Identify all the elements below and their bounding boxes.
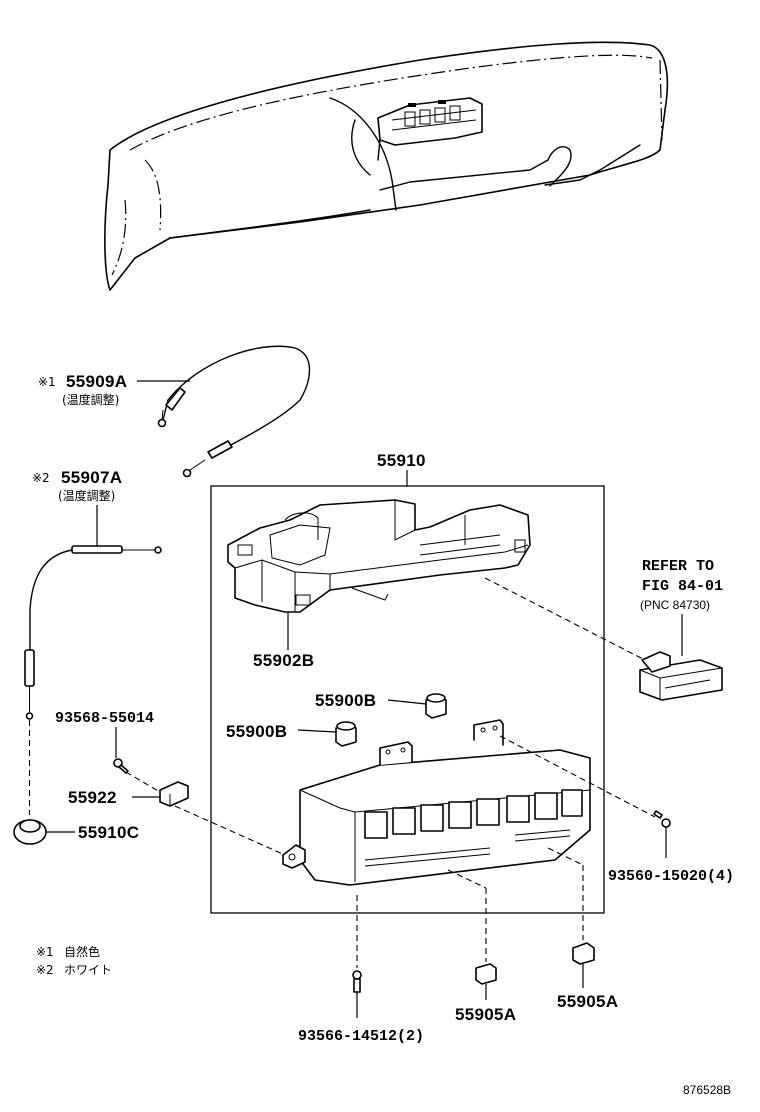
grommet-55910c — [13, 819, 75, 845]
bulb-55900b-lower — [297, 721, 357, 747]
instrument-panel-drawing — [104, 41, 669, 291]
cable-55907a — [24, 505, 162, 815]
bracket-55902b — [227, 499, 646, 661]
label-55910c: 55910C — [78, 823, 139, 842]
label-93566-14512: 93566-14512(2) — [298, 1028, 424, 1045]
figure-number: 876528B — [683, 1083, 731, 1097]
mark-55909a: ※1 — [38, 375, 56, 389]
bulb-55900b-upper — [387, 693, 447, 719]
label-55900b-lower: 55900B — [226, 722, 287, 741]
label-55905a-left: 55905A — [455, 1005, 516, 1024]
bulb-55905a-right — [572, 942, 595, 988]
screw-93566-14512 — [352, 970, 362, 1018]
label-55905a-right: 55905A — [557, 992, 618, 1011]
screw-93568-55014 — [113, 727, 166, 796]
legend-text-1: 自然色 — [64, 944, 100, 959]
bulb-55905a-left — [475, 963, 497, 1000]
label-55909a: 55909A — [66, 372, 127, 391]
reference-part-84730 — [639, 614, 723, 701]
note-55909a: (温度調整) — [62, 392, 119, 407]
label-55922: 55922 — [68, 788, 117, 807]
legend-mark-2: ※2 — [36, 963, 54, 977]
label-55910: 55910 — [377, 451, 426, 470]
label-93560-15020: 93560-15020(4) — [608, 868, 734, 885]
refer-line-2: FIG 84-01 — [642, 578, 723, 595]
screw-93560-15020 — [653, 810, 671, 858]
refer-line-3: (PNC 84730) — [640, 598, 710, 612]
refer-line-1: REFER TO — [642, 558, 714, 575]
label-55907a: 55907A — [61, 468, 122, 487]
legend-mark-1: ※1 — [36, 945, 54, 959]
cable-55909a — [137, 345, 311, 478]
legend-text-2: ホワイト — [64, 963, 112, 977]
label-93568-55014: 93568-55014 — [55, 710, 154, 727]
mark-55907a: ※2 — [32, 471, 50, 485]
note-55907a: (温度調整) — [58, 488, 115, 503]
label-55900b-upper: 55900B — [315, 691, 376, 710]
assembly-box-55910 — [210, 470, 605, 914]
clip-55922 — [132, 781, 286, 856]
label-55902b: 55902B — [253, 651, 314, 670]
control-panel-unit — [282, 719, 656, 968]
